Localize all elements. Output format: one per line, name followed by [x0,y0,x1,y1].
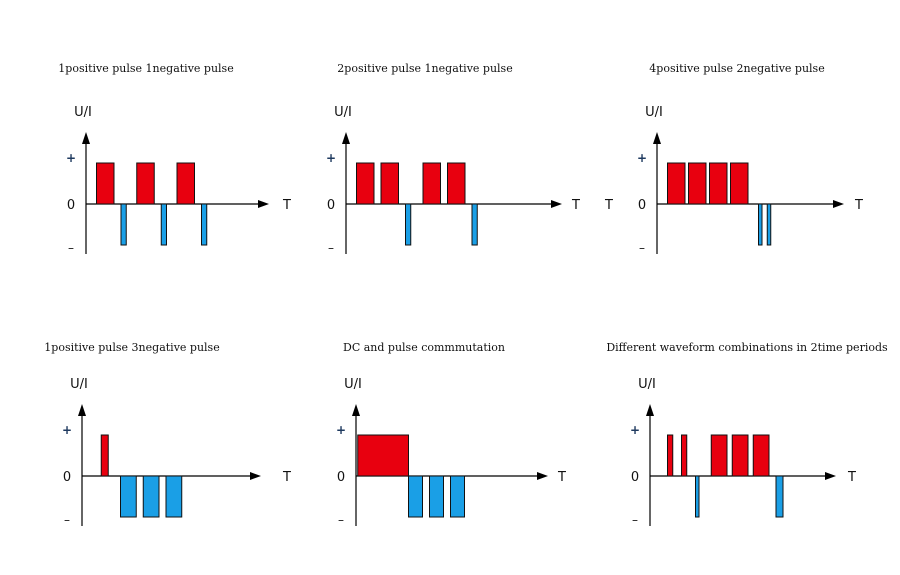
positive-pulse [136,162,155,205]
negative-level-label: – [639,241,645,255]
y-axis-arrow [646,404,654,416]
x-axis-label: T [282,198,291,213]
positive-level-label: + [66,151,76,165]
negative-level-label: – [328,241,334,255]
x-axis-arrow [551,200,562,208]
x-axis-arrow [258,200,269,208]
negative-pulse [408,475,423,518]
negative-pulse [405,203,412,246]
panel-title: Different waveform combinations in 2time… [606,341,888,354]
negative-level-label: – [338,513,344,527]
panel-title: 4positive pulse 2negative pulse [649,62,824,75]
negative-pulse [160,203,167,246]
positive-pulse [447,162,466,205]
positive-pulse [709,162,728,205]
positive-level-label: + [630,423,640,437]
negative-level-label: – [632,513,638,527]
x-axis-arrow [825,472,836,480]
positive-pulse [422,162,441,205]
positive-pulse [752,434,770,477]
y-axis-label: U/I [70,377,88,392]
y-axis-arrow [82,132,90,144]
positive-pulse [710,434,728,477]
zero-level-label: 0 [327,198,335,213]
positive-pulse [667,434,674,477]
y-axis-label: U/I [334,105,352,120]
y-axis-label: U/I [74,105,92,120]
x-axis-label: T [557,470,566,485]
positive-pulse [176,162,195,205]
positive-level-label: + [326,151,336,165]
negative-level-label: – [68,241,74,255]
negative-pulse [450,475,465,518]
positive-level-label: + [336,423,346,437]
x-axis-arrow [250,472,261,480]
positive-pulse [681,434,688,477]
y-axis-label: U/I [344,377,362,392]
positive-pulse [380,162,399,205]
panel-title: 1positive pulse 1negative pulse [58,62,233,75]
negative-pulse [120,475,137,518]
positive-pulse [730,162,749,205]
positive-pulse [688,162,707,205]
x-axis-arrow [537,472,548,480]
negative-pulse [201,203,208,246]
y-axis-arrow [352,404,360,416]
panel-title: 2positive pulse 1negative pulse [337,62,512,75]
zero-level-label: 0 [67,198,75,213]
negative-pulse [429,475,444,518]
panel-title: 1positive pulse 3negative pulse [44,341,219,354]
y-axis-arrow [342,132,350,144]
x-axis-label: T [847,470,856,485]
positive-pulse [731,434,749,477]
waveform-panel-6: Different waveform combinations in 2time… [606,341,888,527]
x-axis-label-extra: T [604,198,613,213]
zero-level-label: 0 [63,470,71,485]
positive-pulse [357,434,409,477]
positive-level-label: + [637,151,647,165]
positive-pulse [96,162,115,205]
x-axis-label: T [854,198,863,213]
y-axis-arrow [653,132,661,144]
positive-pulse [100,434,109,477]
negative-pulse [142,475,160,518]
negative-pulse [758,203,763,246]
negative-pulse [120,203,127,246]
negative-pulse [766,203,772,246]
y-axis-label: U/I [645,105,663,120]
zero-level-label: 0 [638,198,646,213]
y-axis-label: U/I [638,377,656,392]
panel-title: DC and pulse commmutation [343,341,505,354]
y-axis-arrow [78,404,86,416]
x-axis-label: T [571,198,580,213]
positive-level-label: + [62,423,72,437]
zero-level-label: 0 [631,470,639,485]
zero-level-label: 0 [337,470,345,485]
negative-pulse [695,475,700,518]
x-axis-arrow [833,200,844,208]
negative-level-label: – [64,513,70,527]
negative-pulse [775,475,784,518]
negative-pulse [165,475,183,518]
positive-pulse [667,162,686,205]
negative-pulse [471,203,478,246]
positive-pulse [356,162,375,205]
x-axis-label: T [282,470,291,485]
